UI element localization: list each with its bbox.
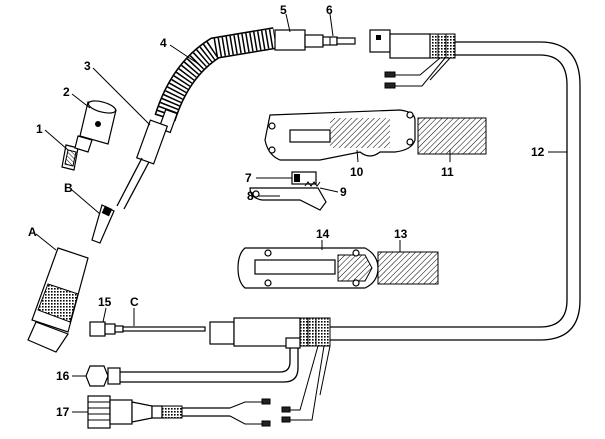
label-14: 14 <box>316 227 330 241</box>
gas-hose-16 <box>85 348 299 387</box>
label-11: 11 <box>441 165 454 179</box>
connector-6 <box>304 34 356 48</box>
label-C: C <box>130 295 139 309</box>
spring-guard-13 <box>377 251 439 285</box>
handle-10 <box>264 109 416 161</box>
microswitch-7 <box>291 171 317 185</box>
label-B: B <box>64 181 73 195</box>
label-17: 17 <box>56 405 70 419</box>
label-4: 4 <box>160 36 167 50</box>
diffuser-1 <box>61 144 79 171</box>
label-6: 6 <box>326 3 333 17</box>
leader-lines <box>35 13 567 413</box>
tip-adapter-3 <box>116 119 169 210</box>
label-9: 9 <box>340 185 347 199</box>
label-16: 16 <box>56 369 70 383</box>
cable-12 <box>330 41 581 341</box>
label-10: 10 <box>350 165 364 179</box>
label-13: 13 <box>394 227 408 241</box>
label-12: 12 <box>531 145 545 159</box>
label-1: 1 <box>36 122 43 136</box>
label-7: 7 <box>245 171 252 185</box>
central-connector <box>209 317 331 349</box>
label-5: 5 <box>280 3 287 17</box>
nozzle-A <box>27 247 89 353</box>
spring-guard-11 <box>417 117 487 155</box>
connector-wires <box>281 345 331 423</box>
insulator-2 <box>74 100 117 153</box>
handle-14 <box>237 247 379 289</box>
contact-tip-B <box>91 204 115 244</box>
label-3: 3 <box>84 59 91 73</box>
nozzle-holder-5 <box>274 29 306 51</box>
label-2: 2 <box>63 85 70 99</box>
label-8: 8 <box>247 189 254 203</box>
label-A: A <box>28 225 37 239</box>
liner-15 <box>89 321 206 337</box>
label-15: 15 <box>98 295 112 309</box>
control-plug-17 <box>87 395 271 429</box>
trigger-8 <box>249 187 327 211</box>
swan-neck-4 <box>154 27 277 134</box>
spring-9 <box>304 181 321 187</box>
cable-end-connector <box>369 29 456 89</box>
part-labels: 1 2 3 4 5 6 7 8 9 10 11 12 13 14 15 16 1… <box>28 3 545 419</box>
